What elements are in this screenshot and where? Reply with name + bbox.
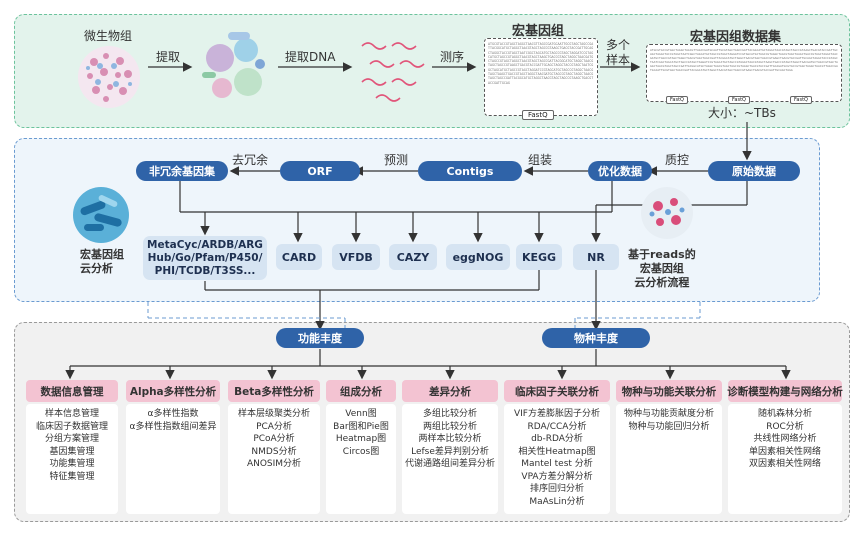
category-title: 差异分析 (402, 380, 498, 402)
category-item: 样本信息管理 (44, 409, 99, 419)
db-nr: NR (573, 244, 619, 270)
category-items: 物种与功能贡献度分析 物种与功能回归分析 (616, 404, 722, 514)
category-item: 随机森林分析 (757, 409, 812, 419)
dataset-size-label: 大小：~TBs (708, 106, 776, 120)
category-items: Venn图 Bar图和Pie图 Heatmap图 Circos图 (326, 404, 396, 514)
category-item: VIF方差膨胀因子分析 (514, 409, 600, 419)
category-item: 分组方案管理 (44, 434, 99, 444)
contigs-pill: Contigs (418, 161, 522, 181)
fastq-tag-1: FastQ (666, 96, 688, 104)
category-item: α多样性指数组间差异 (129, 421, 217, 432)
category-item: Heatmap图 (335, 434, 387, 444)
species-abundance-pill: 物种丰度 (542, 328, 650, 348)
category-title: 临床因子关联分析 (504, 380, 610, 402)
sequence-box: ATGCGTACCGTAGCTAGGCTAACGTTAGCCGATGCAATTG… (484, 38, 598, 116)
db-eggnog: eggNOG (446, 244, 510, 270)
db-multi-card: MetaCyc/ARDB/ARG Hub/Go/Pfam/P450/ PHI/T… (143, 236, 267, 280)
orf-pill: ORF (280, 161, 360, 181)
category-item: 临床因子数据管理 (35, 421, 108, 432)
category-item: PCA分析 (256, 421, 292, 432)
category-items: 样本层级聚类分析 PCA分析 PCoA分析 NMDS分析 ANOSIM分析 (228, 404, 320, 514)
category-item: 功能集管理 (49, 459, 95, 469)
dataset-box: ATGCGTACCGTAGCTAGGCTAACGTTAGCCGATGCAATTG… (646, 44, 842, 102)
category-item: 样本层级聚类分析 (237, 409, 310, 419)
category-title: 组成分析 (326, 380, 396, 402)
raw-data-pill: 原始数据 (708, 161, 800, 181)
category-items: 多组比较分析 两组比较分析 两样本比较分析 Lefse差异判别分析 代谢通路组间… (402, 404, 498, 514)
category-item: 物种与功能回归分析 (628, 421, 710, 432)
category-item: VPA方差分解分析 (521, 471, 593, 482)
db-vfdb: VFDB (332, 244, 380, 270)
category-item: 两样本比较分析 (418, 434, 482, 444)
fastq-tag-3: FastQ (790, 96, 812, 104)
category-items: 样本信息管理 临床因子数据管理 分组方案管理 基因集管理 功能集管理 特征集管理 (26, 404, 118, 514)
category-item: Bar图和Pie图 (333, 421, 389, 432)
category-items: VIF方差膨胀因子分析 RDA/CCA分析 db-RDA分析 相关性Heatma… (504, 404, 610, 514)
category-item: 特征集管理 (49, 471, 95, 482)
db-kegg: KEGG (516, 244, 562, 270)
category-item: 排序回归分析 (529, 484, 584, 494)
microbiome-cells-icon (78, 46, 140, 108)
optimized-data-pill: 优化数据 (588, 161, 652, 181)
category-item: 两组比较分析 (422, 421, 477, 432)
category-title: 物种与功能关联分析 (616, 380, 722, 402)
nonredundant-gene-set-pill: 非冗余基因集 (136, 161, 228, 181)
category-title: 诊断模型构建与网络分析 (727, 380, 843, 402)
fastq-tag-2: FastQ (728, 96, 750, 104)
category-item: RDA/CCA分析 (527, 421, 587, 432)
category-item: ANOSIM分析 (246, 459, 302, 469)
db-cazy: CAZY (389, 244, 437, 270)
dataset-title: 宏基因组数据集 (690, 30, 782, 45)
multi-sample-label: 多个 样本 (606, 38, 631, 67)
category-item: 单因素相关性网络 (748, 446, 821, 457)
category-item: ROC分析 (766, 421, 804, 432)
category-item: 共线性网络分析 (753, 434, 817, 444)
category-item: db-RDA分析 (531, 434, 583, 444)
category-item: 代谢通路组间差异分析 (404, 459, 495, 469)
dedup-label: 去冗余 (232, 153, 269, 167)
db-card: CARD (276, 244, 322, 270)
category-item: 相关性Heatmap图 (518, 446, 596, 457)
functional-abundance-pill: 功能丰度 (276, 328, 364, 348)
category-title: Alpha多样性分析 (126, 380, 220, 402)
category-item: Lefse差异判别分析 (411, 446, 489, 457)
cloud-analysis-right-label: 基于reads的 宏基因组 云分析流程 (628, 248, 696, 289)
qc-label: 质控 (665, 153, 690, 167)
sequencing-label: 测序 (440, 50, 465, 64)
category-items: α多样性指数 α多样性指数组间差异 (126, 404, 220, 514)
extract-dna-label: 提取DNA (285, 50, 336, 64)
microbiome-label: 微生物组 (84, 29, 133, 43)
predict-label: 预测 (384, 153, 409, 167)
category-item: α多样性指数 (147, 409, 199, 419)
bacteria-cloud-icon (73, 187, 129, 243)
extract-label: 提取 (156, 50, 181, 64)
metagenome-title: 宏基因组 (512, 24, 565, 39)
category-item: 多组比较分析 (422, 409, 477, 419)
category-item: 双因素相关性网络 (748, 459, 821, 469)
fastq-tag: FastQ (522, 110, 554, 120)
cloud-analysis-left-label: 宏基因组 云分析 (80, 248, 124, 275)
category-item: MaAsLin分析 (529, 496, 585, 507)
category-title: Beta多样性分析 (228, 380, 320, 402)
category-item: NMDS分析 (251, 446, 297, 457)
category-items: 随机森林分析 ROC分析 共线性网络分析 单因素相关性网络 双因素相关性网络 (728, 404, 842, 514)
category-item: 物种与功能贡献度分析 (623, 409, 714, 419)
category-item: PCoA分析 (253, 434, 295, 444)
dna-fragments-icon (361, 42, 425, 102)
category-item: Circos图 (342, 446, 380, 457)
bacteria-icon (202, 32, 265, 98)
category-item: Mantel test 分析 (521, 459, 593, 469)
category-item: Venn图 (345, 409, 377, 419)
assembly-label: 组装 (528, 153, 553, 167)
cells-cloud-icon (641, 187, 693, 239)
category-title: 数据信息管理 (26, 380, 118, 402)
category-item: 基因集管理 (49, 446, 95, 457)
